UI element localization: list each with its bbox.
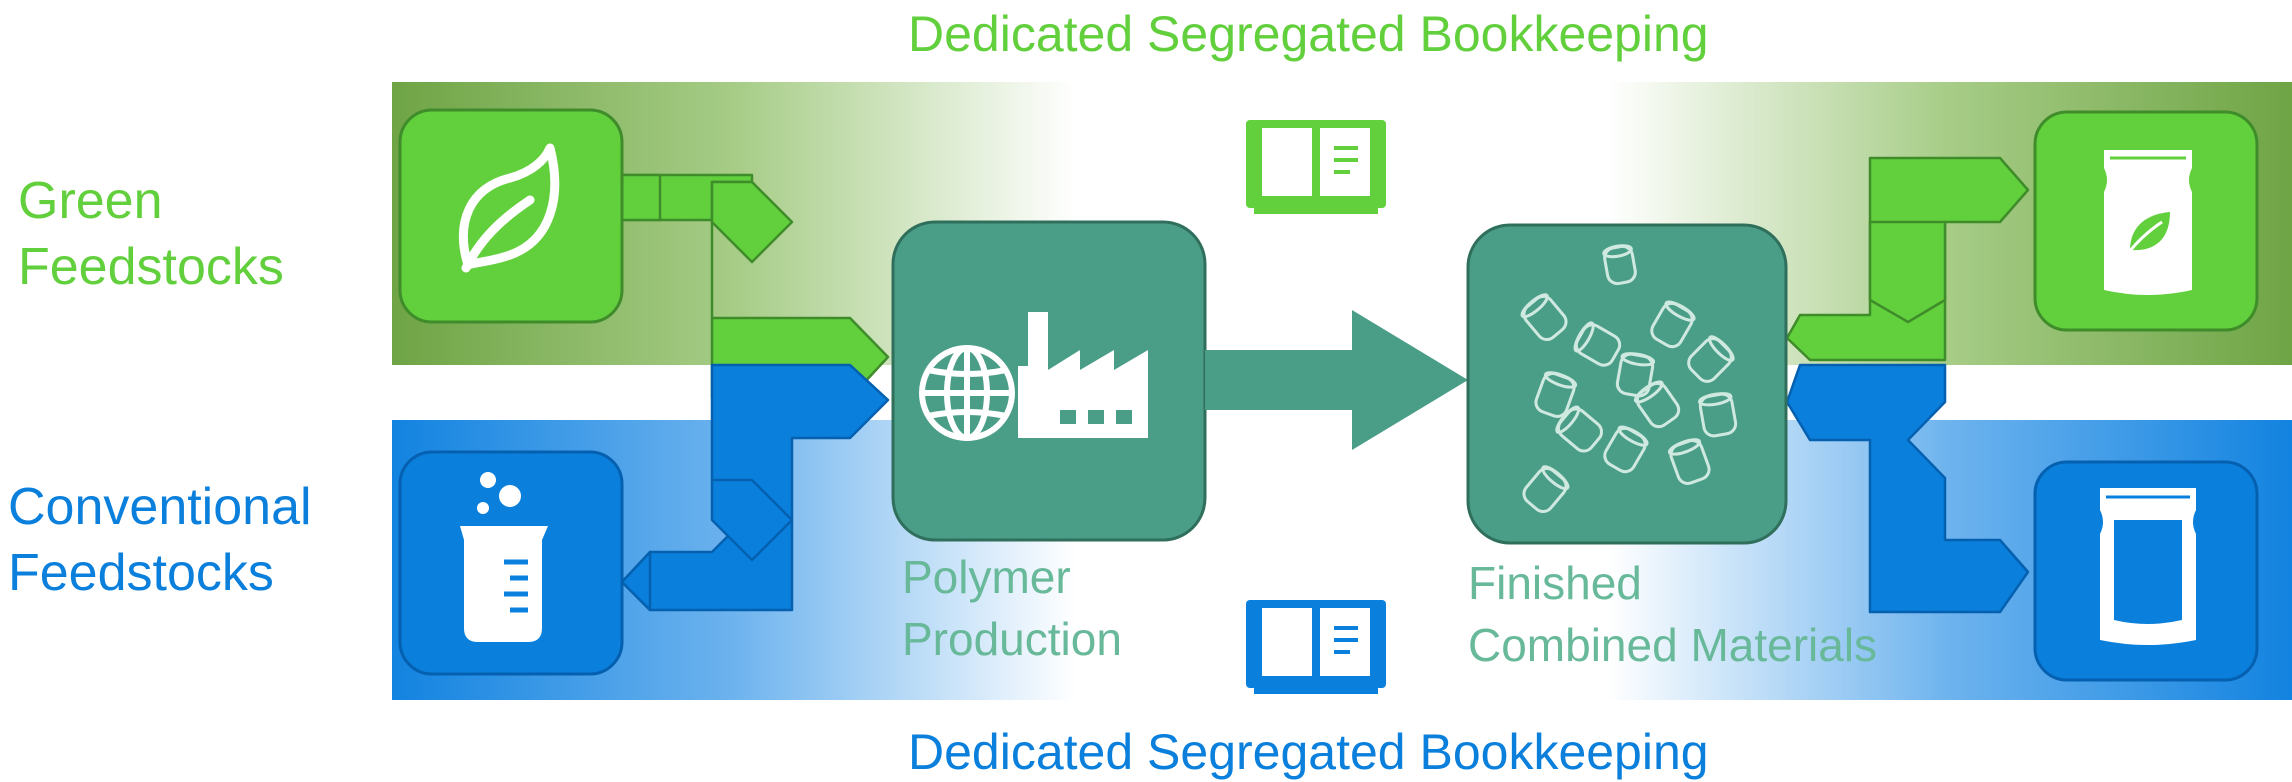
finished-materials-box	[1466, 223, 1788, 545]
blue-output-flow	[1785, 363, 2030, 614]
beaker-icon	[460, 472, 548, 642]
green-label-line2: Feedstocks	[18, 238, 284, 296]
blue-input-flow	[620, 363, 890, 612]
bottom-bookkeeping-title: Dedicated Segregated Bookkeeping	[908, 724, 1709, 780]
polymer-label-line1: Polymer	[902, 551, 1071, 603]
green-feedstocks-label: Green Feedstocks	[18, 168, 284, 300]
finished-label-line1: Finished	[1468, 557, 1642, 609]
globe-factory-icon	[919, 312, 1148, 441]
bag-icon	[2100, 488, 2196, 645]
conventional-label-line2: Feedstocks	[8, 544, 274, 602]
polymer-label-line2: Production	[902, 613, 1122, 665]
book-icon	[1246, 120, 1386, 214]
finished-label-line2: Combined Materials	[1468, 619, 1878, 671]
leaf-icon	[458, 143, 560, 273]
green-output-flow	[1785, 156, 2030, 362]
book-icon	[1246, 600, 1386, 694]
green-bag-icon	[2104, 150, 2192, 295]
pellets-icon	[1520, 244, 1738, 514]
green-label-line1: Green	[18, 172, 163, 230]
finished-materials-label: Finished Combined Materials	[1468, 552, 1877, 676]
conventional-label-line1: Conventional	[8, 478, 312, 536]
process-arrow	[1205, 310, 1468, 450]
conventional-feedstocks-label: Conventional Feedstocks	[8, 474, 312, 606]
polymer-production-label: Polymer Production	[902, 546, 1122, 670]
top-bookkeeping-title: Dedicated Segregated Bookkeeping	[908, 6, 1709, 62]
